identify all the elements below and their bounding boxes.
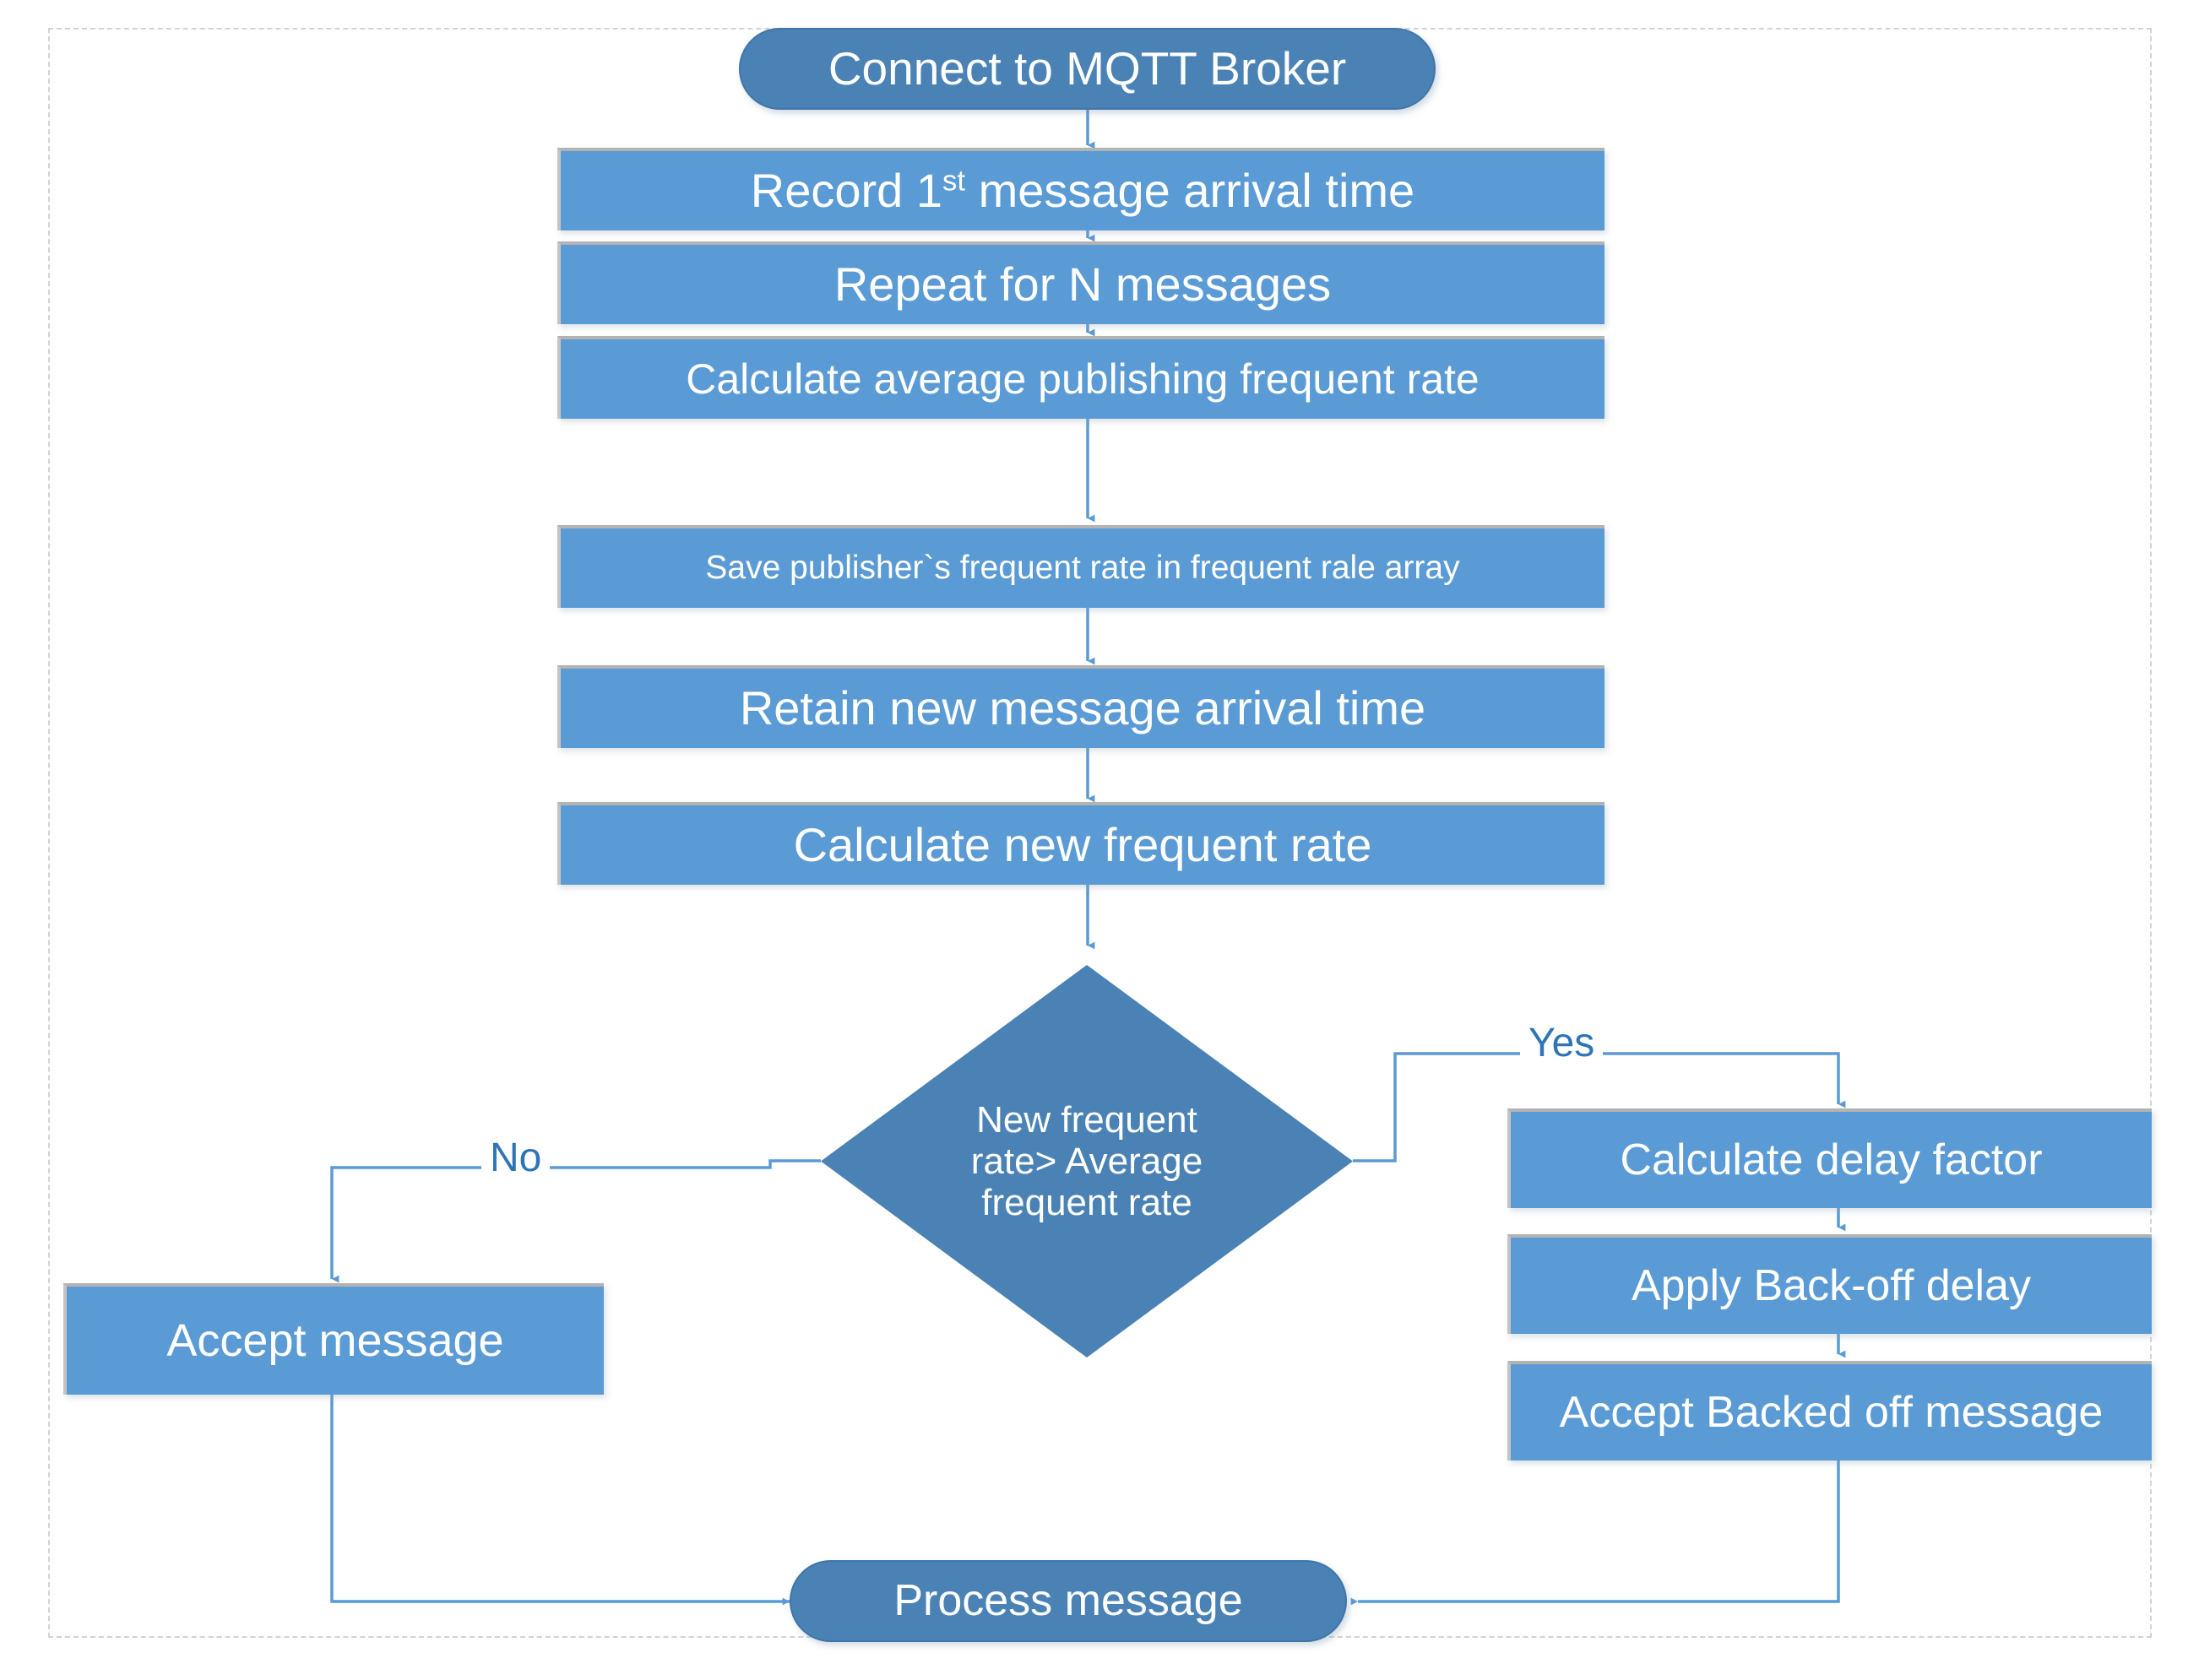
node-label-apply-backoff: Apply Back-off delay xyxy=(1631,1260,2032,1310)
connector-decision-yes xyxy=(1353,1052,1846,1162)
decision-line-3: frequent rate xyxy=(981,1182,1192,1224)
node-accept-backed-off-message[interactable]: Accept Backed off message xyxy=(1507,1361,2152,1461)
node-calculate-delay-factor[interactable]: Calculate delay factor xyxy=(1507,1108,2152,1208)
node-record-first-message-arrival-time[interactable]: Record 1st message arrival time xyxy=(557,148,1604,230)
node-accept-message[interactable]: Accept message xyxy=(63,1283,604,1395)
node-label-repeat-n: Repeat for N messages xyxy=(833,257,1332,311)
decision-line-2: rate> Average xyxy=(970,1140,1203,1182)
node-save-publisher-frequent-rate[interactable]: Save publisher`s frequent rate in freque… xyxy=(557,525,1604,608)
node-calculate-average-publishing-frequent-rate[interactable]: Calculate average publishing frequent ra… xyxy=(557,336,1604,419)
node-decision-new-rate-gt-average[interactable]: New frequent rate> Average frequent rate xyxy=(821,965,1353,1358)
node-label-process-message: Process message xyxy=(893,1576,1243,1626)
edge-label-yes: Yes xyxy=(1520,1023,1604,1064)
node-label-retain-time: Retain new message arrival time xyxy=(739,680,1426,734)
node-label-decision: New frequent rate> Average frequent rate xyxy=(898,1099,1276,1224)
node-label-calc-delay: Calculate delay factor xyxy=(1620,1135,2043,1184)
node-label-calc-new: Calculate new frequent rate xyxy=(793,817,1372,871)
node-label-record-first: Record 1st message arrival time xyxy=(750,163,1415,217)
node-label-accept-message: Accept message xyxy=(166,1314,504,1366)
edge-label-no: No xyxy=(481,1138,551,1179)
node-repeat-for-n-messages[interactable]: Repeat for N messages xyxy=(557,241,1604,324)
node-calculate-new-frequent-rate[interactable]: Calculate new frequent rate xyxy=(557,802,1604,885)
connector-acceptmessage-to-process xyxy=(330,1395,790,1606)
node-label-calc-avg: Calculate average publishing frequent ra… xyxy=(686,355,1480,403)
node-apply-back-off-delay[interactable]: Apply Back-off delay xyxy=(1507,1234,2152,1334)
node-retain-new-message-arrival-time[interactable]: Retain new message arrival time xyxy=(557,665,1604,748)
node-label-save-rate: Save publisher`s frequent rate in freque… xyxy=(705,550,1460,587)
ordinal-suffix: st xyxy=(942,164,966,197)
connector-acceptbacked-to-process xyxy=(1350,1461,1840,1606)
node-connect-to-mqtt-broker[interactable]: Connect to MQTT Broker xyxy=(739,28,1436,110)
connector-decision-no xyxy=(330,1159,821,1283)
node-process-message[interactable]: Process message xyxy=(790,1560,1347,1642)
node-label-start: Connect to MQTT Broker xyxy=(828,41,1347,95)
decision-line-1: New frequent xyxy=(976,1098,1197,1141)
node-label-accept-backed-off: Accept Backed off message xyxy=(1559,1387,2104,1437)
